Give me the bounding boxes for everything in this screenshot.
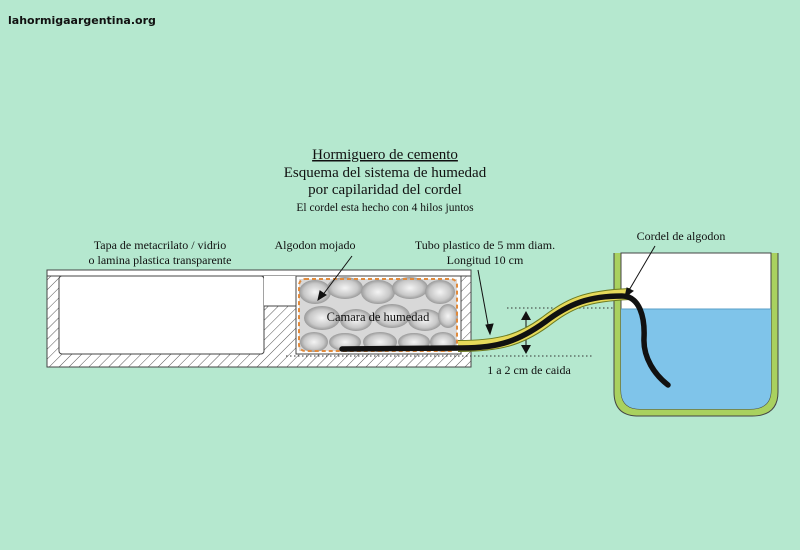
label-tapa-line1: Tapa de metacrilato / vidrio <box>94 238 226 252</box>
water-glass <box>613 252 779 417</box>
label-tubo-line1: Tubo plastico de 5 mm diam. <box>415 238 555 252</box>
label-algodon: Algodon mojado <box>275 238 356 252</box>
wet-cotton: Camara de humedad <box>298 277 458 352</box>
diagram-title: Hormiguero de cemento <box>312 147 458 163</box>
label-tapa-line2: o lamina plastica transparente <box>89 253 232 267</box>
label-cordel: Cordel de algodon <box>637 229 726 243</box>
water <box>621 309 771 409</box>
diagram-subtitle-line2: por capilaridad del cordel <box>308 182 462 198</box>
left-chamber <box>58 275 265 355</box>
site-url: lahormigaargentina.org <box>8 14 156 27</box>
label-caida: 1 a 2 cm de caida <box>487 363 571 377</box>
cover-lid <box>46 269 472 277</box>
pointer-lines <box>317 245 656 336</box>
label-tubo-line2: Longitud 10 cm <box>447 253 524 267</box>
label-camara: Camara de humedad <box>327 310 430 324</box>
diagram-subtitle-line1: Esquema del sistema de humedad <box>284 165 487 181</box>
cotton-cord <box>339 293 671 388</box>
diagram-note: El cordel esta hecho con 4 hilos juntos <box>296 202 474 214</box>
